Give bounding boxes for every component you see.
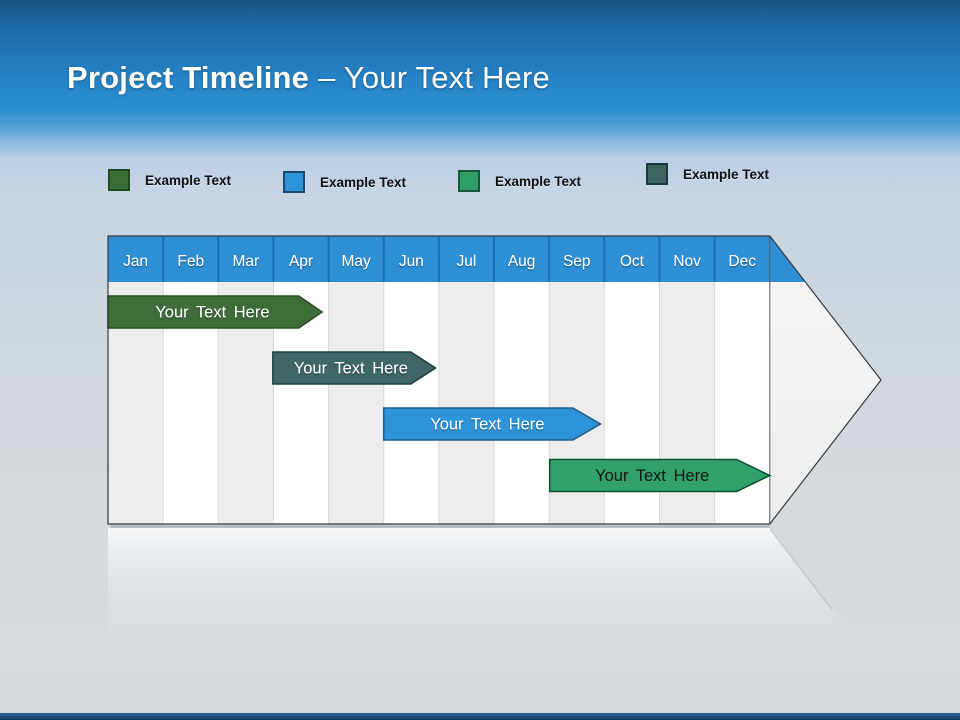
legend-item-2: Example Text — [283, 171, 406, 193]
month-label: Feb — [177, 253, 204, 270]
month-label: May — [342, 253, 372, 270]
timeline-bar-label: Your Text Here — [595, 467, 709, 485]
legend-label: Example Text — [683, 166, 770, 182]
legend-label: Example Text — [145, 172, 232, 188]
legend-swatch-blue — [283, 171, 305, 193]
legend-label: Example Text — [320, 174, 407, 190]
title-suffix: – Your Text Here — [318, 60, 550, 95]
legend-swatch-dark-teal — [646, 163, 668, 185]
column-stripe — [494, 282, 550, 524]
slide-bottom-edge — [0, 713, 960, 720]
month-label: Nov — [673, 253, 701, 270]
title-main: Project Timeline — [67, 60, 310, 95]
month-label: Dec — [728, 253, 756, 270]
column-stripe — [383, 282, 439, 524]
month-label: Oct — [620, 253, 645, 270]
legend-item-1: Example Text — [108, 169, 231, 191]
month-label: Mar — [233, 253, 260, 270]
legend-item-4: Example Text — [646, 163, 769, 185]
reflection-edge-line — [769, 528, 833, 610]
timeline-reflection — [108, 528, 881, 720]
timeline-arrow-outline — [107, 235, 882, 525]
legend-swatch-dark-green — [108, 169, 130, 191]
month-label: Jun — [399, 253, 424, 270]
legend-item-3: Example Text — [458, 170, 581, 192]
column-stripe — [438, 282, 495, 524]
timeline-bar — [272, 351, 438, 385]
month-label: Jul — [457, 253, 477, 270]
legend-swatch-green — [458, 170, 480, 192]
timeline-bar-label: Your Text Here — [155, 304, 269, 322]
column-stripe — [328, 282, 384, 524]
month-label: Apr — [289, 253, 313, 270]
legend-label: Example Text — [495, 173, 582, 189]
month-label: Sep — [563, 253, 591, 270]
timeline-bar-label: Your Text Here — [430, 416, 544, 434]
timeline-bar — [548, 458, 772, 493]
timeline-bar-label: Your Text Here — [294, 360, 408, 378]
timeline-bar — [382, 407, 603, 441]
month-label: Jan — [123, 253, 148, 270]
month-label: Aug — [508, 253, 536, 270]
page-title: Project Timeline– Your Text Here — [67, 60, 550, 96]
